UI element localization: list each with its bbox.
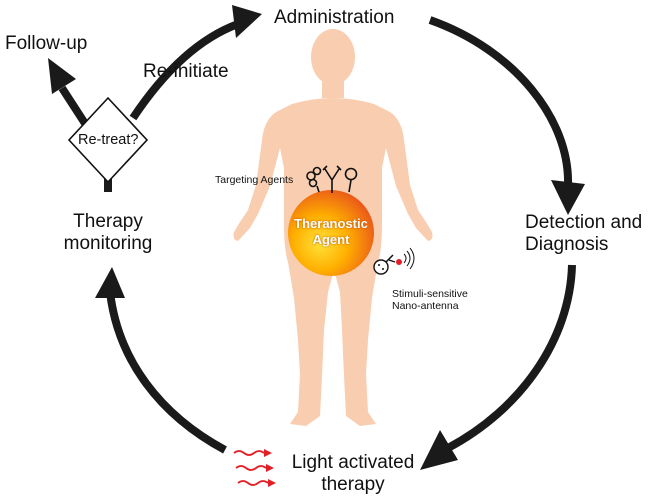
- therapy-monitoring-label: Therapy monitoring: [52, 211, 164, 255]
- targeting-agent-icons: [306, 165, 358, 193]
- light-line-2: therapy: [321, 473, 385, 495]
- nano-antenna-label: Stimuli-sensitive Nano-antenna: [392, 288, 468, 312]
- arrowhead-detection: [551, 180, 585, 215]
- arrowhead-administration: [232, 5, 262, 38]
- light-wave-icon: [233, 449, 272, 457]
- nano-antenna-icon: [373, 247, 415, 275]
- agent-line-2: Agent: [312, 232, 350, 248]
- detection-diagnosis-label: Detection and Diagnosis: [525, 212, 642, 256]
- re-initiate-label: Re-initiate: [143, 61, 229, 82]
- administration-label: Administration: [274, 7, 395, 28]
- light-activated-therapy-label: Light activated therapy: [278, 452, 428, 496]
- arrowhead-follow-up: [48, 58, 76, 94]
- detection-line-2: Diagnosis: [525, 233, 609, 255]
- re-treat-label: Re-treat?: [78, 132, 139, 148]
- arrowhead-light: [420, 430, 458, 470]
- aptamer-icon: [344, 167, 358, 193]
- light-wave-icons: [233, 449, 276, 487]
- therapy-monitoring-line-1: Therapy: [73, 211, 143, 232]
- arrowhead-monitoring: [95, 267, 125, 298]
- arc-light-to-monitoring: [106, 291, 227, 454]
- follow-up-label: Follow-up: [5, 33, 88, 54]
- arrowheads: [48, 5, 585, 470]
- theranostic-agent-label: Theranostic Agent: [288, 216, 374, 249]
- agent-line-1: Theranostic: [294, 216, 368, 231]
- re-treat-diamond: [67, 96, 149, 184]
- stimuli-line-2: Nano-antenna: [392, 300, 459, 313]
- therapy-monitoring-line-2: monitoring: [63, 232, 153, 254]
- arc-diamond-to-administration: [129, 20, 240, 121]
- light-wave-icon: [237, 479, 276, 487]
- arc-diamond-to-follow-up: [58, 85, 90, 128]
- light-wave-icon: [235, 464, 274, 472]
- arc-admin-to-detection: [428, 16, 573, 186]
- theranostic-agent-sphere: [288, 190, 374, 276]
- antibody-icon: [322, 165, 342, 193]
- targeting-agents-label: Targeting Agents: [215, 174, 294, 186]
- cycle-arrows: [58, 16, 576, 454]
- light-line-1: Light activated: [291, 452, 415, 473]
- peptide-icon: [306, 166, 322, 193]
- detection-line-1: Detection and: [525, 212, 643, 233]
- stimuli-line-1: Stimuli-sensitive: [392, 288, 468, 300]
- arc-diagnosis-to-light: [446, 264, 576, 452]
